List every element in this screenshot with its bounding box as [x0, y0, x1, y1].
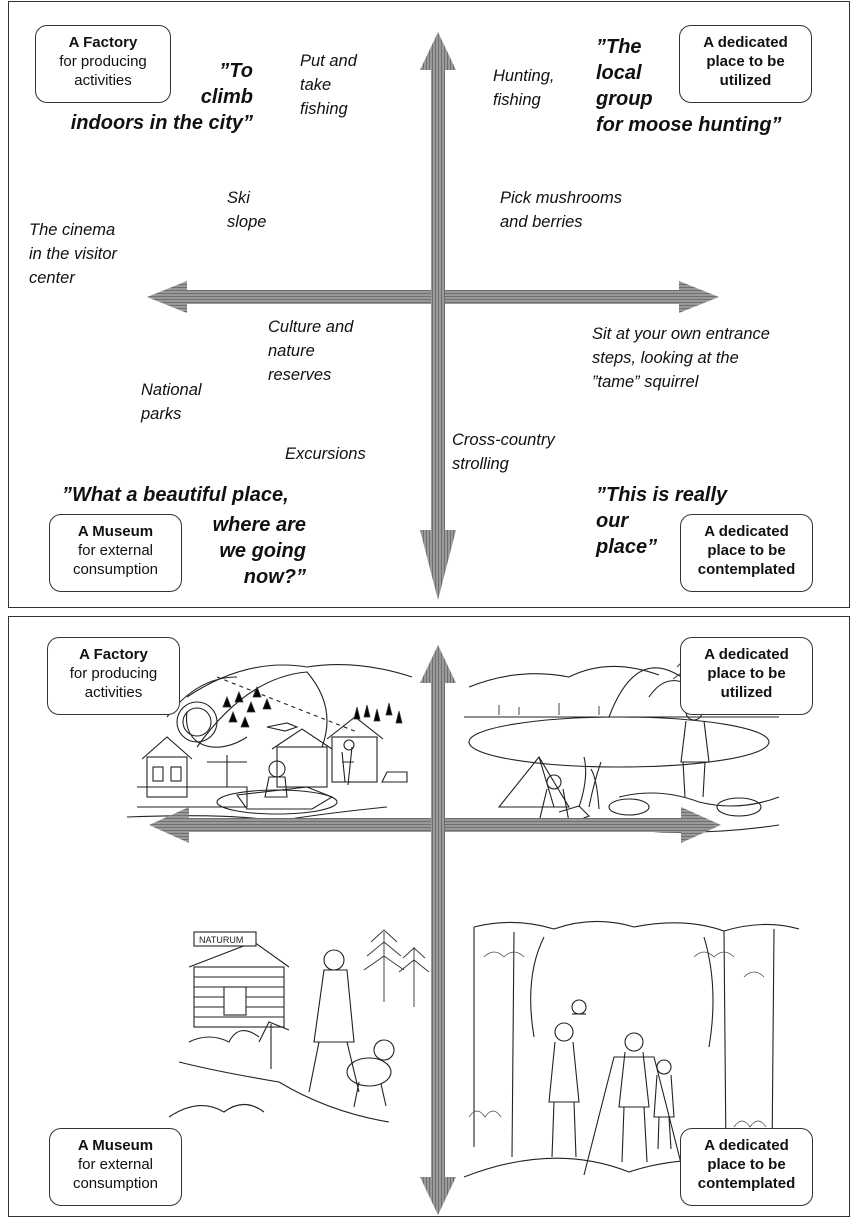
factory-box-bottom: A Factory for producing activities [47, 637, 180, 715]
vertical-axis-arrow [420, 32, 456, 600]
quote-moose: ”The local group for moose hunting” [596, 36, 782, 136]
label-ski-slope: Ski slope [227, 189, 267, 231]
label-mushrooms: Pick mushrooms and berries [500, 189, 622, 231]
quote-beautiful-1: ”What a beautiful place, [62, 484, 289, 506]
label-entrance-steps: Sit at your own entrance steps, looking … [592, 325, 770, 391]
utilized-box-bottom: A dedicated place to be utilized [680, 637, 813, 715]
museum-box: A Museum for external consumption [49, 514, 182, 592]
label-excursions: Excursions [285, 445, 366, 463]
factory-title: A Factory [68, 34, 138, 51]
matrix-top-panel: A Factory for producing activities A ded… [8, 1, 850, 608]
label-national-parks: National parks [141, 381, 202, 423]
contemplated-box-bottom: A dedicated place to be contemplated [680, 1128, 813, 1206]
factory-box: A Factory for producing activities [35, 25, 171, 103]
utilized-box: A dedicated place to be utilized [679, 25, 812, 103]
ski-resort-illustration [127, 664, 413, 822]
label-put-take-fishing: Put and take fishing [300, 52, 357, 118]
quote-our-place: ”This is really our place” [596, 484, 728, 558]
vertical-axis-arrow-bottom [420, 645, 456, 1215]
museum-box-bottom: A Museum for external consumption [49, 1128, 182, 1206]
quote-beautiful-2: where are we going now?” [212, 514, 306, 588]
naturum-illustration: NATURUM [168, 929, 430, 1123]
axis-arrows [147, 32, 719, 600]
label-culture-reserves: Culture and nature reserves [268, 318, 354, 384]
label-cinema: The cinema in the visitor center [29, 221, 118, 287]
naturum-sign: NATURUM [199, 935, 243, 945]
matrix-bottom-panel: NATURUM [8, 616, 850, 1217]
quote-climb: ”To climb indoors in the city” [70, 60, 253, 134]
label-cross-country: Cross-country strolling [452, 431, 555, 473]
axis-arrows-bottom [149, 645, 721, 1215]
label-hunting-fishing: Hunting, fishing [493, 67, 555, 109]
contemplated-box: A dedicated place to be contemplated [680, 514, 813, 592]
